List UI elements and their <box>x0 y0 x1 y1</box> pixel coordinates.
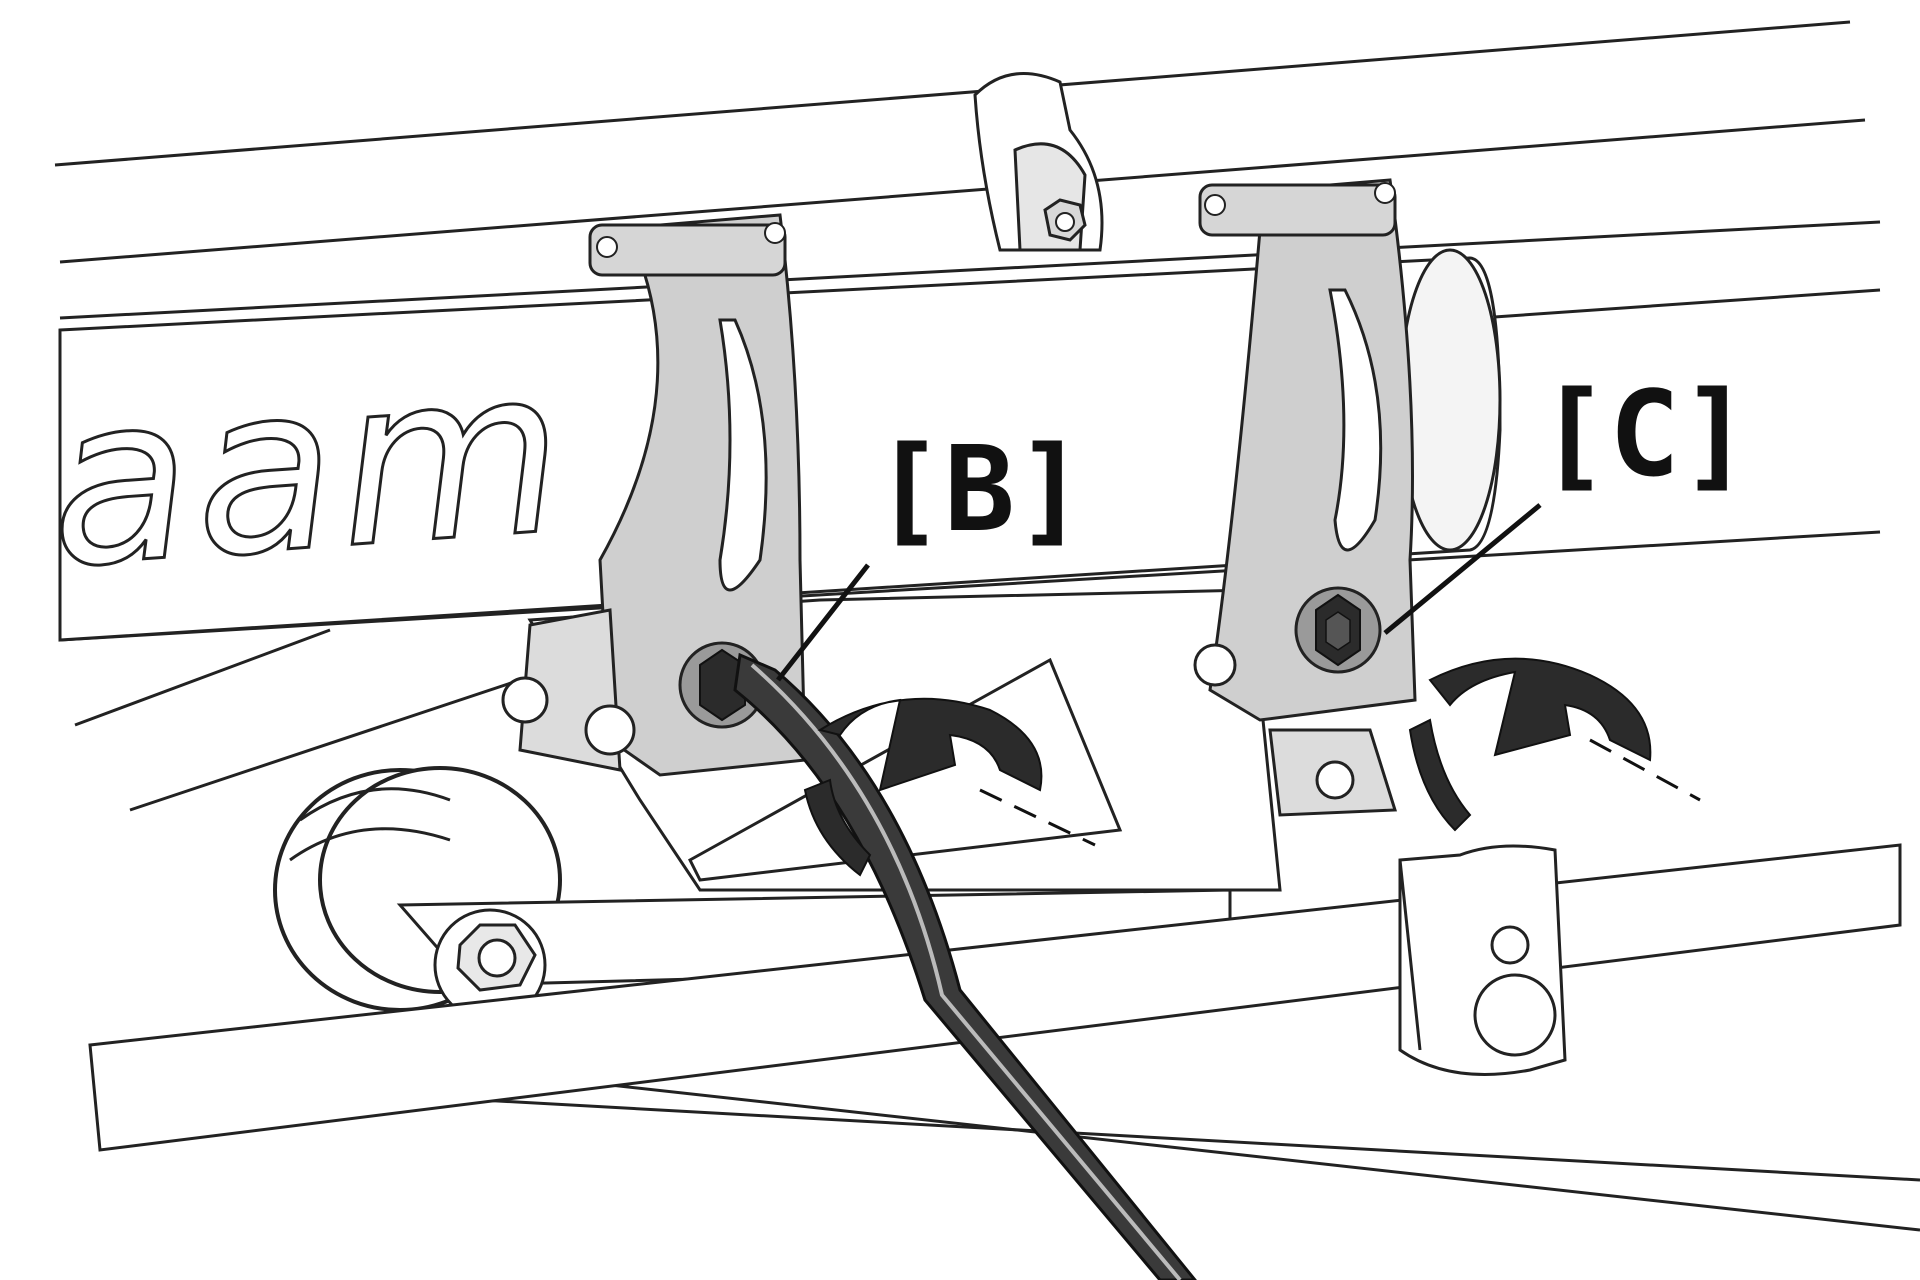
hex-bolt-icon <box>699 648 746 722</box>
left-clamp <box>501 213 807 777</box>
curved-rotation-arrow-icon <box>1408 657 1701 832</box>
callout-leader-b <box>776 563 870 682</box>
callout-label-b: [B] <box>873 420 1086 558</box>
hex-key-icon <box>733 652 1197 1280</box>
callout-label-c: [C] <box>1538 365 1751 503</box>
right-clamp <box>1193 178 1417 817</box>
callout-leader-c <box>1383 503 1542 635</box>
brand-logo-text: aam <box>40 317 575 619</box>
curved-rotation-arrow-icon <box>803 697 1096 877</box>
top-tube-clamp <box>973 72 1104 252</box>
lower-tube-clamp <box>1398 844 1567 1076</box>
